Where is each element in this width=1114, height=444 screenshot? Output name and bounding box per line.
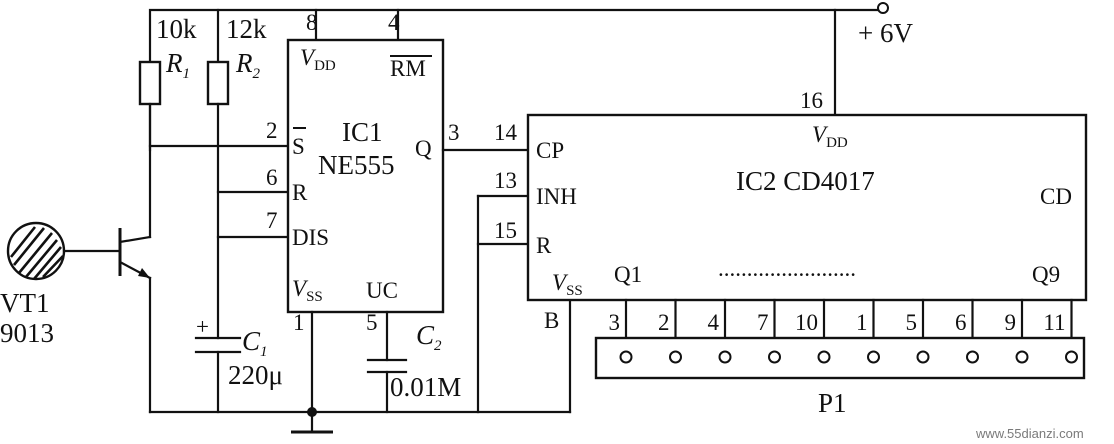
ground-bus (148, 194, 572, 434)
capacitor-c2 (366, 310, 408, 414)
ic1-pin-rm: 4 (388, 10, 400, 35)
watermark: www.55dianzi.com (975, 426, 1084, 441)
vt1-name: VT1 (0, 288, 50, 318)
ic1-vss-label: VSS (292, 276, 323, 305)
ic2-vss-label: VSS (552, 270, 583, 299)
c2-label: C2 (416, 320, 442, 354)
p1-pin (1015, 350, 1029, 364)
ic2-q1-label: Q1 (614, 262, 642, 287)
c1-polarity: + (196, 314, 209, 339)
ic2-dots: ........................ (718, 256, 856, 281)
ic2-pin-inh: 13 (494, 168, 517, 193)
p1-pin (718, 350, 732, 364)
output-pin-number: 3 (609, 310, 621, 335)
ic2-inh-label: INH (536, 184, 577, 209)
ic2-vdd-label: VDD (812, 122, 848, 151)
p1-pins (619, 350, 1078, 364)
output-pin-number: 11 (1043, 310, 1065, 335)
p1-pin (867, 350, 880, 364)
ic1-q-label: Q (415, 136, 432, 161)
resistor-r2 (206, 60, 230, 106)
r2-value: 12k (226, 14, 267, 44)
ic1-uc-label: UC (366, 278, 398, 303)
ic2-name: IC2 CD4017 (736, 166, 875, 196)
ic2-b-label: B (544, 308, 559, 333)
ic1-pin-vss: 1 (293, 310, 305, 335)
ic1-pin-vdd: 8 (306, 10, 318, 35)
ic1-s-label: S (292, 134, 305, 159)
ic2-cd-label: CD (1040, 184, 1072, 209)
p1-pin (669, 350, 682, 364)
resistor-r1 (138, 60, 162, 106)
ic1-pin-r: 6 (266, 165, 278, 190)
c1-label: C1 (242, 326, 268, 360)
p1-pin (966, 350, 979, 364)
ic2-pin-r: 15 (494, 218, 517, 243)
output-pin-number: 10 (795, 310, 818, 335)
p1-label: P1 (818, 388, 847, 418)
ic2-outputs: 3 2 4 7 10 1 5 6 9 11 (609, 298, 1073, 354)
ic1-type: NE555 (318, 150, 395, 180)
r1-value: 10k (156, 14, 197, 44)
ic1-vdd-label: VDD (300, 45, 336, 74)
output-pin-number: 5 (906, 310, 918, 335)
ic1-name: IC1 (342, 117, 383, 147)
output-pin-number: 7 (757, 310, 769, 335)
ic1-ne555 (286, 38, 445, 314)
p1-pin (768, 350, 781, 364)
ic1-pin-dis: 7 (266, 208, 278, 233)
ic1-r-label: R (292, 180, 308, 205)
ic1-pin-q: 3 (448, 120, 460, 145)
ic1-rm-label: RM (390, 56, 426, 81)
ic2-cp-label: CP (536, 138, 564, 163)
ic2-cd4017 (526, 113, 1088, 302)
c1-value: 220μ (228, 360, 283, 390)
ic2-pin-vdd: 16 (800, 88, 823, 113)
supply-label: + 6V (858, 18, 913, 48)
r2-label: R2 (235, 48, 261, 82)
output-pin-number: 1 (856, 310, 868, 335)
output-pin-number: 2 (658, 310, 670, 335)
vt1-type: 9013 (0, 318, 54, 348)
ic2-q9-label: Q9 (1032, 262, 1060, 287)
ic2-pin-cp: 14 (494, 120, 518, 145)
ic1-dis-label: DIS (292, 225, 329, 250)
ic1-pin-s: 2 (266, 118, 278, 143)
p1-pin (817, 350, 831, 364)
output-pin-number: 6 (955, 310, 967, 335)
p1-pin (1065, 350, 1078, 364)
output-pin-number: 4 (708, 310, 720, 335)
ic1-pin-uc: 5 (366, 310, 378, 335)
c2-value: 0.01M (390, 372, 461, 402)
capacitor-c1 (194, 336, 242, 354)
p1-pin (916, 350, 930, 364)
output-pin-number: 9 (1005, 310, 1017, 335)
r1-label: R1 (165, 48, 190, 82)
ic2-r-label: R (536, 233, 552, 258)
timing-wires (148, 102, 290, 414)
p1-pin (619, 350, 633, 364)
transistor-vt1 (6, 221, 152, 414)
